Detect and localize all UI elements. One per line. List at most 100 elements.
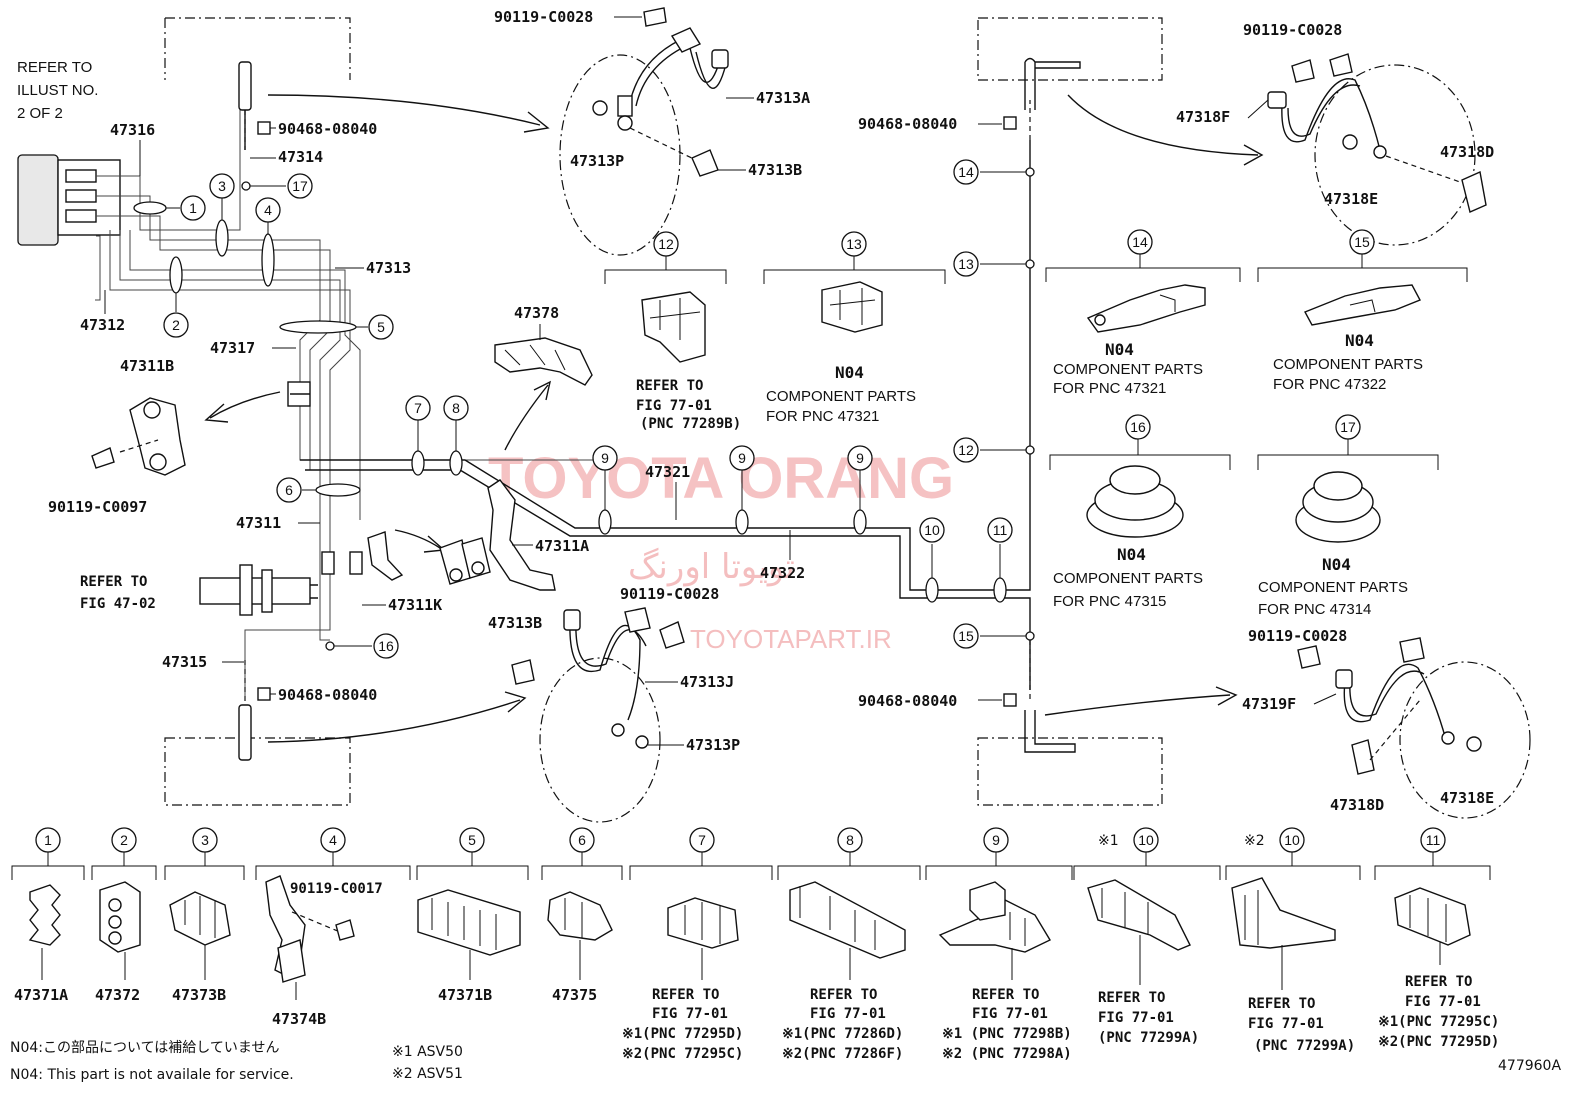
bracket-47378-sketch [494,337,593,386]
label-47313b-b: 47313B [488,614,542,632]
svg-text:(PNC 77299A): (PNC 77299A) [1254,1038,1355,1054]
label-90468-b: 90468-08040 [278,686,377,704]
callout-5: 5 [377,319,385,335]
callout-6: 6 [285,482,293,498]
front-left-hose-stub [238,57,1081,761]
svg-text:FIG 77-01: FIG 77-01 [810,1006,886,1022]
callout-15: 15 [958,628,974,644]
svg-text:COMPONENT PARTS: COMPONENT PARTS [1053,361,1203,378]
callout-11: 11 [993,522,1008,538]
svg-text:FOR PNC 47321: FOR PNC 47321 [766,408,879,425]
svg-text:REFER TO: REFER TO [1405,974,1472,990]
svg-text:COMPONENT PARTS: COMPONENT PARTS [1273,356,1423,373]
refer-illust-line1: REFER TO [17,59,92,76]
svg-text:12: 12 [658,236,674,252]
label-47314: 47314 [278,148,323,166]
svg-text:FOR PNC 47322: FOR PNC 47322 [1273,376,1386,393]
callout-9c: 9 [856,450,864,466]
bottom-item-10b: ※2 10 REFER TO FIG 77-01 (PNC 77299A) [1225,827,1361,1054]
svg-text:5: 5 [468,832,476,848]
svg-text:47371A: 47371A [14,986,68,1004]
label-47313j: 47313J [680,673,734,691]
svg-text:FIG 77-01: FIG 77-01 [652,1006,728,1022]
svg-text:N04: N04 [1345,331,1374,350]
front-right-hose-detail-outline [1314,64,1476,246]
svg-text:FIG 77-01: FIG 77-01 [1248,1016,1324,1032]
callout-16: 16 [378,638,394,654]
note-n04-english: N04: This part is not availale for servi… [10,1067,294,1083]
label-47313p-a: 47313P [570,152,624,170]
label-47313a: 47313A [756,89,810,107]
master-cylinder-sketch [199,564,318,616]
label-90468-d: 90468-08040 [858,692,957,710]
label-47322: 47322 [760,564,805,582]
rear-right-flex-hose [1297,637,1482,775]
watermark-text: TOYOTA ORANG [488,446,954,511]
svg-text:FOR PNC 47314: FOR PNC 47314 [1258,601,1371,618]
svg-text:※1(PNC 77295D): ※1(PNC 77295D) [622,1026,743,1042]
label-90119-c0028-a: 90119-C0028 [494,8,593,26]
svg-text:REFER TO: REFER TO [1248,996,1315,1012]
group-14: 14 N04 COMPONENT PARTS FOR PNC 47321 [1045,229,1241,397]
svg-text:REFER TO: REFER TO [636,378,703,394]
svg-text:N04: N04 [1117,545,1146,564]
bottom-item-5: 5 47371B [416,827,529,1004]
svg-text:※2 (PNC 77298A): ※2 (PNC 77298A) [942,1046,1072,1062]
watermark-url: TOYOTAPART.IR [690,624,892,654]
note-n04-japanese: N04:この部品については補給していません [10,1040,279,1056]
bottom-item-8: 8 REFER TO FIG 77-01 ※1(PNC 77286D) ※2(P… [777,827,921,1062]
front-left-flex-hose [592,7,729,177]
svg-text:7: 7 [698,832,706,848]
label-47318d-a: 47318D [1440,143,1494,161]
svg-text:※2(PNC 77295D): ※2(PNC 77295D) [1378,1034,1499,1050]
group-17: 17 N04 COMPONENT PARTS FOR PNC 47314 [1257,414,1439,618]
label-90119-c0028-b: 90119-C0028 [620,585,719,603]
refer-illust-line2: ILLUST NO. [17,82,98,99]
svg-text:REFER TO: REFER TO [652,987,719,1003]
label-47311: 47311 [236,514,281,532]
callout-4: 4 [264,202,272,218]
svg-text:90119-C0017: 90119-C0017 [290,881,383,897]
callout-2: 2 [172,317,180,333]
group-12: 12 REFER TO FIG 77-01 (PNC 77289B) [604,231,741,432]
label-47321: 47321 [645,463,690,481]
bottom-item-2: 2 47372 [91,827,157,1004]
svg-text:4: 4 [329,832,337,848]
callout-14: 14 [958,164,974,180]
label-47311k: 47311K [388,596,442,614]
group-15: 15 N04 COMPONENT PARTS FOR PNC 47322 [1257,229,1468,393]
svg-text:(PNC 77299A): (PNC 77299A) [1098,1030,1199,1046]
label-47317: 47317 [210,339,255,357]
note-asv50: ※1 ASV50 [392,1044,463,1060]
svg-text:6: 6 [578,832,586,848]
svg-text:47375: 47375 [552,986,597,1004]
label-90468-a: 90468-08040 [278,120,377,138]
brake-actuator [17,154,121,246]
label-90468-c: 90468-08040 [858,115,957,133]
bottom-item-7: 7 REFER TO FIG 77-01 ※1(PNC 77295D) ※2(P… [622,827,773,1062]
front-left-hose-detail-outline [559,54,681,256]
rear-left-wheel-outline [164,737,351,806]
label-90119-c0028-c: 90119-C0028 [1243,21,1342,39]
rear-right-hose-detail-outline [1399,661,1531,819]
svg-text:9: 9 [992,832,1000,848]
bottom-item-4: 4 90119-C0017 47374B [255,827,411,1028]
bottom-item-6: 6 47375 [541,827,623,1004]
bottom-item-9: 9 REFER TO FIG 77-01 ※1 (PNC 77298B) ※2 … [925,827,1073,1062]
label-47313: 47313 [366,259,411,277]
callout-3: 3 [218,178,226,194]
svg-text:1: 1 [44,832,52,848]
rear-left-hose-detail-outline [539,657,661,823]
callout-circles: 1 3 4 2 5 6 7 8 9 9 9 10 11 12 13 14 15 … [163,159,1013,659]
front-right-flex-hose [1267,53,1487,213]
bottom-item-1: 1 47371A [11,827,85,1004]
callout-9a: 9 [601,450,609,466]
label-47318e-b: 47318E [1440,789,1494,807]
svg-text:8: 8 [846,832,854,848]
svg-text:FIG 77-01: FIG 77-01 [1405,994,1481,1010]
refer-fig-47-line1: REFER TO [80,574,147,590]
watermark-persian: تویوتا اورنگ [628,547,795,587]
rear-right-wheel-outline [977,737,1163,806]
front-left-wheel-outline [164,17,351,80]
